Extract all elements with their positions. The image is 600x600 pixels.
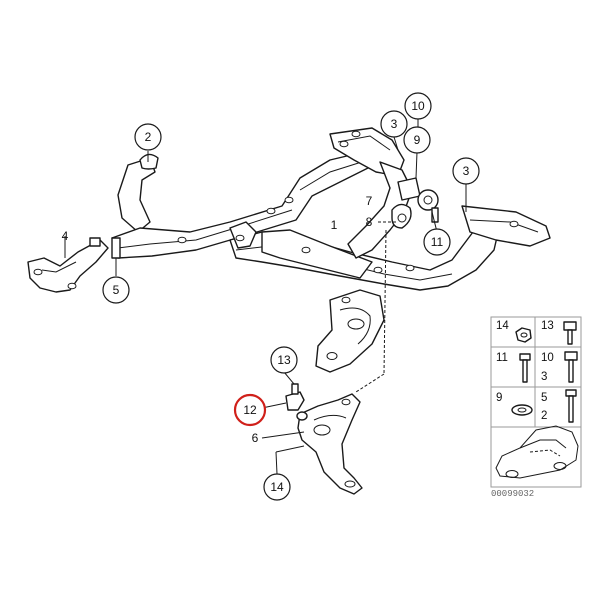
callout-13[interactable]: 13 (270, 346, 298, 374)
svg-text:8: 8 (366, 215, 373, 229)
svg-text:3: 3 (391, 117, 398, 131)
bolt-icon (565, 389, 577, 423)
legend-label-14: 14 (496, 320, 509, 332)
callout-12[interactable]: 12 (233, 393, 267, 427)
mount-bolt (111, 237, 121, 259)
svg-text:13: 13 (277, 353, 291, 367)
callout-5[interactable]: 5 (102, 276, 130, 304)
callout-2[interactable]: 2 (134, 123, 162, 151)
svg-text:11: 11 (431, 235, 444, 249)
svg-text:3: 3 (463, 164, 470, 178)
right-mount-bracket (461, 205, 551, 247)
svg-text:4: 4 (62, 229, 69, 243)
legend-label-10: 10 (541, 352, 554, 364)
callout-11[interactable]: 11 (423, 228, 451, 256)
svg-text:2: 2 (145, 130, 152, 144)
svg-text:10: 10 (411, 99, 425, 113)
svg-text:12: 12 (243, 403, 257, 417)
svg-text:14: 14 (270, 480, 284, 494)
legend-label-13: 13 (541, 320, 554, 332)
callout-9[interactable]: 9 (403, 126, 431, 154)
svg-text:1: 1 (331, 218, 338, 232)
control-arm (297, 393, 363, 495)
leader-lines (64, 118, 467, 475)
bolt-icon (564, 351, 578, 383)
bolt-icon (563, 321, 577, 345)
front-subframe (111, 127, 501, 373)
svg-text:7: 7 (366, 194, 373, 208)
legend-label-5: 5 (541, 392, 547, 404)
left-front-bracket (27, 237, 109, 293)
callout-6[interactable]: 6 (252, 431, 259, 445)
legend-label-2: 2 (541, 410, 547, 422)
bolt-icon (519, 353, 531, 383)
svg-text:9: 9 (414, 133, 421, 147)
callout-3-upper[interactable]: 3 (380, 110, 408, 138)
washer-icon (511, 404, 533, 416)
legend-label-11: 11 (496, 352, 508, 364)
svg-text:6: 6 (252, 431, 259, 445)
nut-icon (515, 327, 532, 343)
legend-label-9: 9 (496, 392, 502, 404)
callout-10[interactable]: 10 (404, 92, 432, 120)
fastener-legend: 14 13 11 10 3 9 5 2 (490, 316, 582, 499)
rubber-mount-assembly (391, 177, 439, 229)
car-icon (495, 425, 579, 479)
callout-7[interactable]: 7 (366, 194, 373, 208)
legend-label-3: 3 (541, 371, 547, 383)
callout-4[interactable]: 4 (62, 229, 69, 243)
callout-3-right[interactable]: 3 (452, 157, 480, 185)
callout-1[interactable]: 1 (331, 218, 338, 232)
callout-14[interactable]: 14 (263, 473, 291, 501)
drawing-code: 00099032 (491, 489, 534, 499)
callout-8[interactable]: 8 (366, 215, 373, 229)
svg-text:5: 5 (113, 283, 120, 297)
ball-joint (285, 383, 308, 421)
